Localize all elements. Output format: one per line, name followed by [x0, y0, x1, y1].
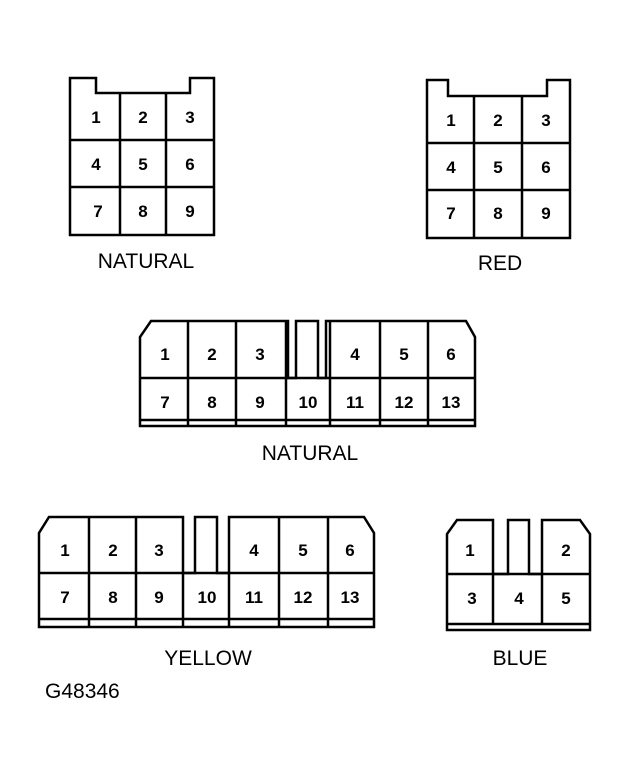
pin-number: 5	[298, 541, 307, 560]
connector-red-9pin: 1 2 3 4 5 6 7 8 9 RED	[425, 78, 572, 275]
pin-number: 11	[346, 393, 364, 412]
pin-number: 9	[185, 202, 194, 221]
pin-number: 6	[185, 155, 194, 174]
pin-number: 9	[541, 204, 550, 223]
connector-natural-9pin: 1 2 3 4 5 6 7 8 9 NATURAL	[68, 76, 216, 273]
pin-number: 12	[294, 588, 313, 607]
pin-number: 4	[514, 589, 524, 608]
pin-number: 13	[341, 588, 360, 607]
pin-number: 7	[160, 393, 169, 412]
connector-color-label: YELLOW	[164, 647, 252, 670]
pin-number: 6	[541, 158, 550, 177]
pin-number: 1	[91, 108, 100, 127]
pin-number: 4	[91, 155, 101, 174]
pin-number: 7	[60, 588, 69, 607]
pin-number: 3	[185, 108, 194, 127]
pin-number: 7	[93, 202, 102, 221]
connector-natural-13pin: 1 2 3 4 5 6 7 8 9 10 11 12 13 NATURAL	[138, 319, 477, 465]
pin-number: 4	[249, 541, 259, 560]
pin-number: 2	[493, 111, 502, 130]
pin-number: 3	[541, 111, 550, 130]
pin-number: 13	[442, 393, 461, 412]
connector-color-label: RED	[478, 252, 522, 275]
pin-number: 2	[561, 541, 570, 560]
pin-number: 10	[198, 588, 217, 607]
connector-yellow-13pin: 1 2 3 4 5 6 7 8 9 10 11 12 13 YELLOW	[37, 515, 376, 670]
connector-color-label: NATURAL	[98, 250, 194, 273]
connector-color-label: BLUE	[493, 647, 548, 670]
pin-number: 5	[399, 345, 408, 364]
pin-number: 4	[350, 345, 360, 364]
pin-number: 7	[446, 204, 455, 223]
pin-number: 3	[467, 589, 476, 608]
pin-number: 6	[345, 541, 354, 560]
pin-number: 10	[299, 393, 318, 412]
pin-number: 4	[446, 158, 456, 177]
pin-number: 8	[493, 204, 502, 223]
pin-number: 5	[138, 155, 147, 174]
pin-number: 1	[446, 111, 455, 130]
pin-number: 1	[160, 345, 169, 364]
connector-color-label: NATURAL	[262, 442, 358, 465]
pin-number: 8	[207, 393, 216, 412]
pin-number: 5	[561, 589, 570, 608]
pin-number: 8	[138, 202, 147, 221]
pin-number: 2	[138, 108, 147, 127]
pin-number: 2	[207, 345, 216, 364]
pin-number: 2	[108, 541, 117, 560]
pin-number: 8	[108, 588, 117, 607]
pin-number: 3	[255, 345, 264, 364]
pin-number: 3	[154, 541, 163, 560]
figure-id: G48346	[45, 680, 120, 703]
pin-number: 11	[245, 588, 263, 607]
pin-number: 9	[255, 393, 264, 412]
pin-number: 12	[395, 393, 414, 412]
pin-number: 9	[154, 588, 163, 607]
connector-blue-5pin: 1 2 3 4 5 BLUE	[445, 518, 592, 670]
pin-number: 1	[465, 541, 474, 560]
pin-number: 6	[446, 345, 455, 364]
pin-number: 5	[493, 158, 502, 177]
connector-housing	[68, 76, 216, 237]
pin-number: 1	[60, 541, 69, 560]
